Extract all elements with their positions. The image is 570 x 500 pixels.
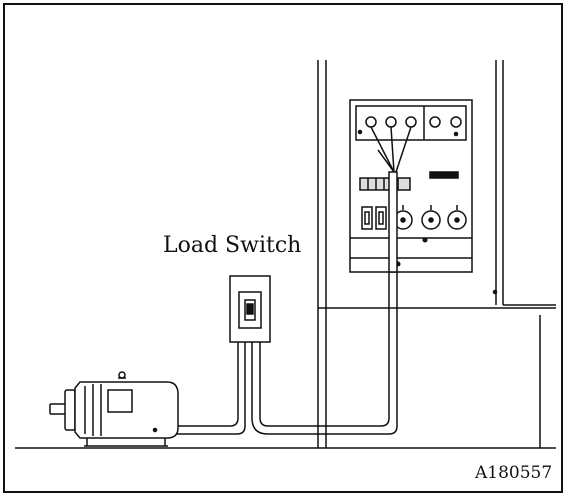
panel-wires (370, 126, 412, 173)
generator-enclosure (317, 60, 556, 448)
load-switch-box (229, 275, 271, 343)
figure-id: A180557 (475, 463, 553, 483)
panel-conduit (388, 171, 398, 426)
conduit-to-switch (251, 342, 398, 435)
control-panel (349, 99, 473, 273)
load-switch-label: Load Switch (163, 233, 302, 258)
electric-motor (49, 371, 179, 447)
figure-frame (3, 3, 563, 493)
